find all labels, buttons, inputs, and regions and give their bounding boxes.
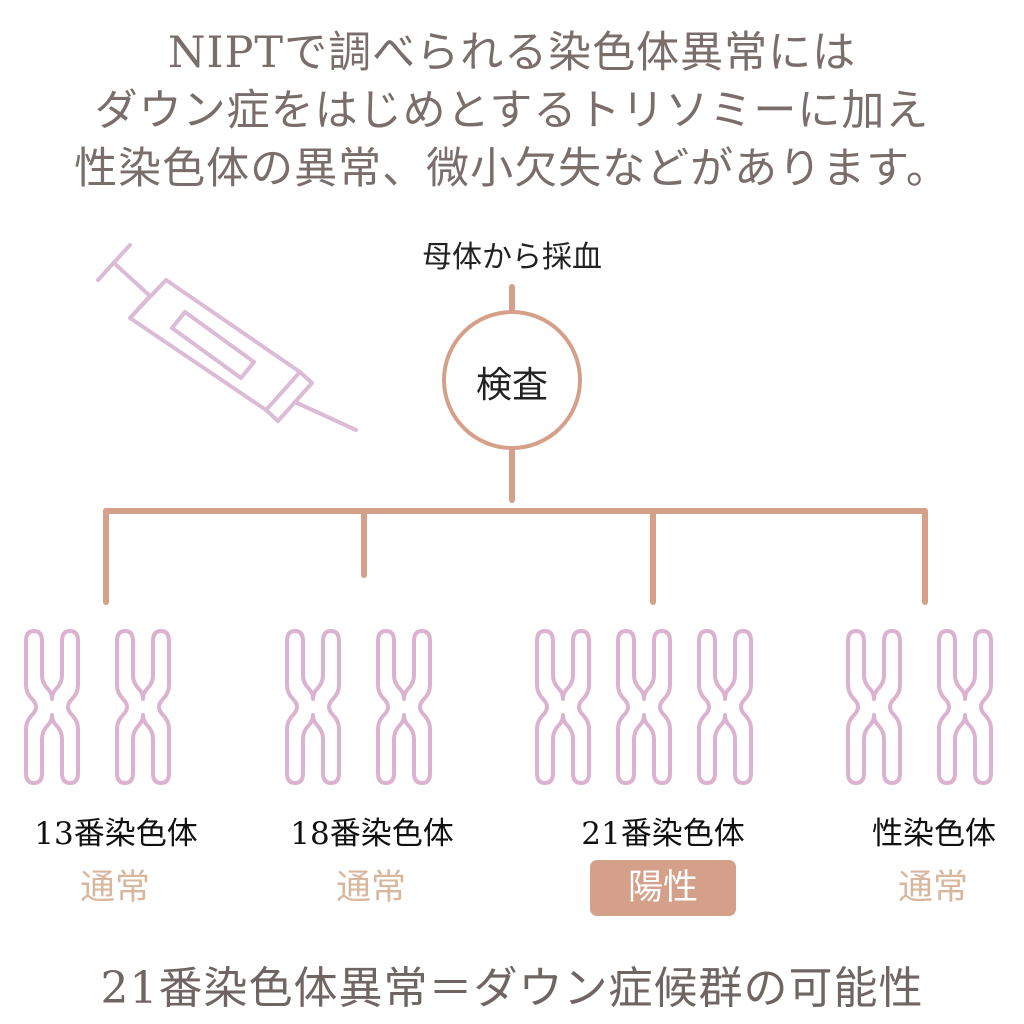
chromosome-icon <box>697 629 753 785</box>
chromosome-group-13 <box>24 629 171 785</box>
headline-line-2: ダウン症をはじめとするトリソミーに加え <box>94 86 930 136</box>
test-label: 検査 <box>475 365 548 406</box>
headline-line-1: NIPTで調べられる染色体異常には <box>167 28 857 78</box>
blood-draw-label: 母体から採血 <box>422 240 602 275</box>
chromosome-icon <box>285 629 341 785</box>
chromosome-group-21 <box>535 629 753 785</box>
headline: NIPTで調べられる染色体異常には ダウン症をはじめとするトリソミーに加え 性染… <box>0 24 1024 198</box>
chromosome-label-18: 18番染色体 <box>290 816 454 852</box>
result-badge-13: 通常 <box>79 868 150 908</box>
flow-connectors <box>103 284 928 605</box>
chromosome-icon <box>846 629 902 785</box>
result-badge-sex: 通常 <box>897 868 968 908</box>
headline-line-3: 性染色体の異常、微小欠失などがあります。 <box>74 144 950 194</box>
result-badge-21-positive: 陽性 <box>590 860 736 916</box>
chromosome-label-21: 21番染色体 <box>581 816 745 852</box>
chromosome-icon <box>376 629 432 785</box>
chromosome-icon <box>535 629 591 785</box>
chromosome-label-13: 13番染色体 <box>34 816 198 852</box>
chromosome-group-18 <box>285 629 432 785</box>
result-badge-18: 通常 <box>335 868 406 908</box>
syringe-icon <box>96 243 358 432</box>
chromosome-icon <box>616 629 672 785</box>
chromosome-icon <box>937 629 993 785</box>
chromosome-icon <box>24 629 80 785</box>
conclusion-text: 21番染色体異常＝ダウン症候群の可能性 <box>100 963 924 1014</box>
chromosome-icon <box>115 629 171 785</box>
chromosome-group-sex <box>846 629 993 785</box>
chromosome-label-sex: 性染色体 <box>872 816 996 852</box>
